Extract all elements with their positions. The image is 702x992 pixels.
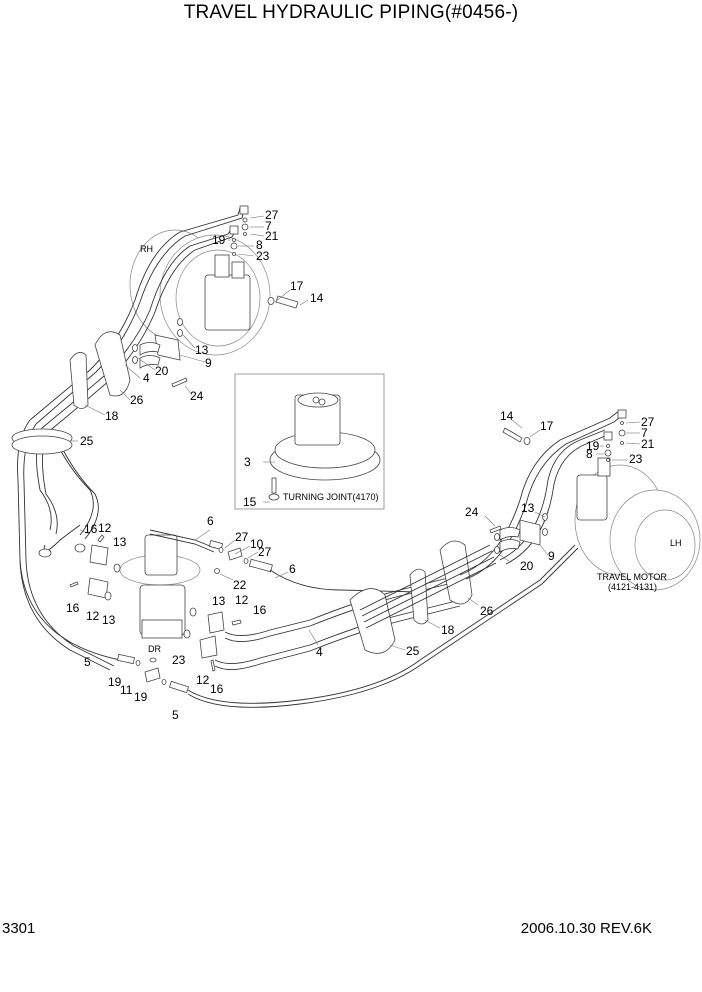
lh-travel-motor[interactable]: LH [574, 457, 701, 591]
callout: 18 [441, 623, 455, 637]
lh-motor-caption: TRAVEL MOTOR [597, 572, 667, 582]
callout: 11 [120, 683, 133, 697]
page-number: 3301 [2, 920, 36, 937]
callout: 12 [235, 593, 249, 607]
callout: 16 [66, 601, 80, 615]
callout: 22 [233, 578, 247, 592]
callout: 13 [113, 535, 127, 549]
rh-label: RH [140, 244, 153, 254]
callout: 4 [316, 645, 323, 659]
callout: 17 [540, 419, 554, 433]
callout: 24 [190, 389, 204, 403]
callout: 24 [465, 505, 479, 519]
callout: 17 [290, 279, 304, 293]
callout: 3 [244, 455, 251, 469]
lh-clamp-25 [349, 588, 396, 654]
callout: 21 [265, 229, 279, 243]
callout: 8 [256, 238, 263, 252]
callout: 16 [210, 682, 224, 696]
callout: 14 [500, 409, 514, 423]
lh-clamp-26 [439, 540, 473, 605]
callout: 9 [548, 549, 555, 563]
callout: 25 [80, 434, 94, 448]
callout: 26 [480, 604, 494, 618]
callout: 5 [84, 655, 91, 669]
callout: 19 [134, 690, 148, 704]
callout: 23 [629, 452, 643, 466]
callout: 27 [641, 415, 655, 429]
callout: 7 [265, 219, 272, 233]
callout: 12 [86, 609, 100, 623]
callout: 13 [195, 343, 209, 357]
turning-joint-caption: TURNING JOINT(4170) [283, 492, 379, 502]
callout: 7 [641, 426, 648, 440]
center-left-flanges [69, 534, 121, 601]
lh-fittings [489, 409, 627, 554]
callout: 20 [155, 364, 169, 378]
callout: 5 [172, 708, 179, 722]
callout: 23 [256, 249, 270, 263]
lh-label: LH [670, 538, 682, 548]
callout: 8 [586, 447, 593, 461]
callout: 27 [235, 530, 249, 544]
rh-fittings [229, 205, 299, 309]
callout: 12 [98, 521, 112, 535]
callout: 12 [196, 673, 210, 687]
rh-flange-adapters [132, 318, 188, 388]
callout: 23 [172, 653, 186, 667]
center-right-flanges [183, 607, 242, 672]
callout: 10 [250, 537, 264, 551]
callout-labels: 27 7 21 19 8 23 17 14 13 9 20 4 24 26 18… [66, 208, 655, 722]
callout: 26 [130, 393, 144, 407]
turning-joint[interactable] [268, 392, 381, 501]
revision-label: 2006.10.30 REV.6K [520, 920, 652, 937]
callout: 19 [586, 439, 600, 453]
clamp-25-left [11, 428, 73, 455]
rh-clamp-18 [69, 352, 89, 409]
callout: 21 [641, 437, 655, 451]
callout: 9 [205, 356, 212, 370]
callout: 16 [84, 522, 98, 536]
callout: 20 [520, 559, 534, 573]
callout: 19 [108, 675, 122, 689]
callout: 13 [212, 594, 226, 608]
callout: 27 [258, 545, 272, 559]
callout: 13 [102, 613, 116, 627]
rh-travel-motor[interactable]: RH [129, 229, 271, 356]
center-turning-joint[interactable]: DR [119, 534, 201, 654]
callout: 6 [289, 562, 296, 576]
callout: 13 [521, 501, 535, 515]
callout: 14 [310, 291, 324, 305]
callout: 15 [243, 495, 257, 509]
callout: 27 [265, 208, 279, 222]
callout: 19 [212, 233, 226, 247]
callout: 25 [406, 644, 420, 658]
lh-motor-caption-sub: (4121-4131) [608, 582, 657, 592]
rh-clamp-26 [94, 331, 131, 397]
page-title: TRAVEL HYDRAULIC PIPING(#0456-) [183, 2, 519, 23]
leader-lines [70, 215, 641, 651]
callout: 4 [143, 371, 150, 385]
callout: 18 [105, 409, 119, 423]
dr-label: DR [148, 644, 161, 654]
callout: 16 [253, 603, 267, 617]
callout: 6 [207, 514, 214, 528]
